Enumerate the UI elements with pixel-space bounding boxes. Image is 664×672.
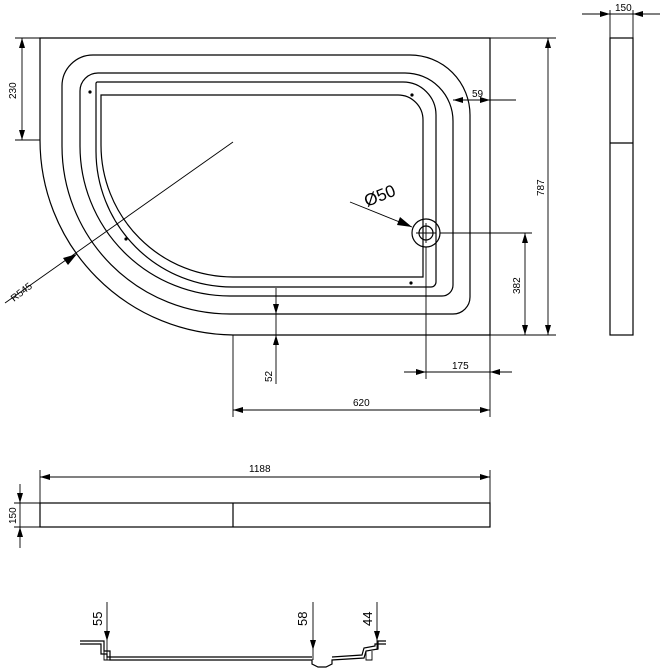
arrowhead	[374, 631, 380, 641]
marker-dot	[410, 93, 414, 97]
section-foot-right	[365, 651, 373, 661]
arrowhead	[104, 631, 110, 641]
top-view: Ø50 R545 230 59 787 382	[4, 37, 556, 417]
arrowhead	[522, 325, 528, 335]
dim-label-44: 44	[360, 612, 375, 626]
section-profile-inner	[80, 643, 386, 658]
arrowhead	[453, 97, 463, 103]
arrowhead	[480, 474, 490, 480]
dim-label-382: 382	[512, 277, 523, 294]
arrowhead	[416, 369, 426, 375]
side-panel-right	[609, 37, 634, 336]
dim-label-150-left: 150	[8, 507, 19, 524]
arrowhead	[233, 407, 243, 413]
drain-diameter-label: Ø50	[361, 181, 398, 211]
front-view: 1188 150	[8, 464, 491, 548]
dim-label-1188: 1188	[249, 464, 271, 475]
dim-label-787: 787	[536, 179, 547, 196]
dim-label-59: 59	[472, 89, 484, 100]
section-view: 55 58 44	[80, 602, 386, 668]
dim-label-620: 620	[353, 398, 370, 409]
tray-rim-outer	[61, 54, 471, 315]
tray-rim-inner	[95, 81, 437, 288]
arrowhead	[545, 38, 551, 48]
marker-dot	[88, 90, 92, 94]
marker-dot	[409, 281, 413, 285]
tray-basin-floor	[100, 94, 424, 278]
arrowhead	[40, 474, 50, 480]
section-foot-left	[103, 651, 110, 661]
arrowhead	[545, 325, 551, 335]
arrowhead	[522, 233, 528, 243]
dim-label-230: 230	[8, 82, 19, 99]
arrowhead	[480, 97, 490, 103]
front-panel	[39, 502, 491, 528]
arrowhead	[633, 11, 643, 17]
dim-label-150-right: 150	[615, 3, 632, 14]
arrowhead	[19, 38, 25, 48]
arrowhead	[19, 130, 25, 140]
arrowhead	[273, 304, 279, 314]
tray-outer-outline	[39, 37, 491, 336]
tray-rim-middle	[79, 72, 454, 297]
arrowhead	[17, 527, 23, 537]
drain-leader-arrow	[397, 217, 412, 227]
arrowhead	[273, 335, 279, 345]
dim-label-175: 175	[452, 361, 469, 372]
arrowhead	[480, 407, 490, 413]
arrowhead	[310, 640, 316, 650]
arrowhead	[17, 493, 23, 503]
radius-leader-line	[4, 141, 234, 304]
right-side-view: 150	[582, 3, 660, 336]
arrowhead	[490, 369, 500, 375]
dim-label-55: 55	[90, 612, 105, 626]
section-profile-outer	[80, 640, 386, 668]
arrowhead	[600, 11, 610, 17]
marker-dot	[124, 237, 128, 241]
dim-label-52: 52	[264, 370, 275, 382]
dim-label-58: 58	[295, 612, 310, 626]
radius-leader-arrow	[63, 254, 77, 265]
